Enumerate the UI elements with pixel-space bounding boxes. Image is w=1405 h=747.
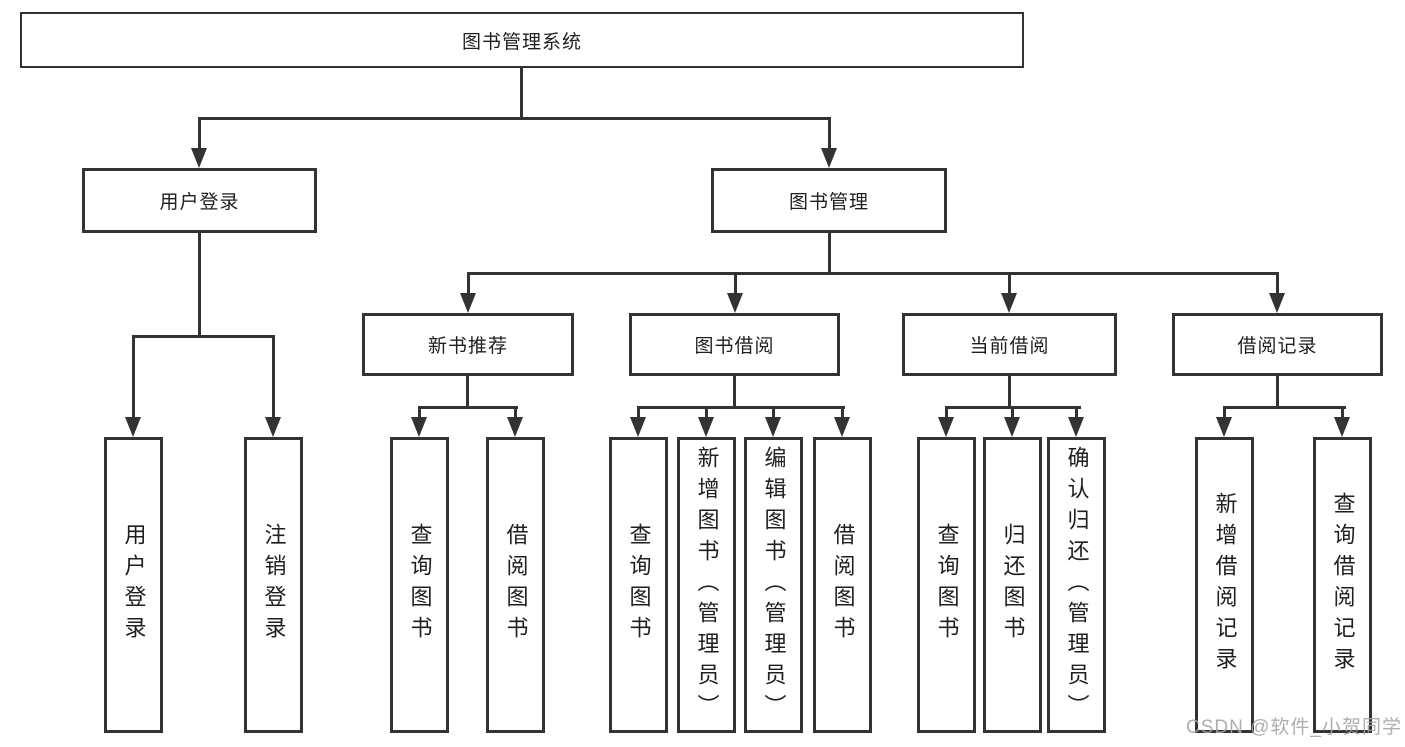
connector-line <box>734 272 737 295</box>
leaf-bb-borrow-book: 借阅图书 <box>813 437 872 733</box>
leaf-nb-borrow-book: 借阅图书 <box>486 437 545 733</box>
connector-line <box>418 406 421 419</box>
connector-line <box>514 406 517 419</box>
connector-line <box>1011 406 1014 419</box>
connector-line <box>272 335 275 419</box>
node-user-login: 用户登录 <box>82 168 317 233</box>
leaf-bb-query-book: 查询图书 <box>609 437 668 733</box>
leaf-br-add-record: 新增借阅记录 <box>1195 437 1254 733</box>
arrow-down-icon <box>1334 417 1350 437</box>
node-borrowing-records: 借阅记录 <box>1172 313 1383 376</box>
connector-line <box>132 335 135 419</box>
arrow-down-icon <box>1216 417 1232 437</box>
connector-line <box>198 117 201 151</box>
connector-line <box>1276 376 1279 408</box>
connector-line <box>841 406 844 419</box>
connector-line <box>1276 272 1279 295</box>
arrow-down-icon <box>411 417 427 437</box>
arrow-down-icon <box>698 417 714 437</box>
arrow-down-icon <box>1001 293 1017 313</box>
connector-line <box>772 406 775 419</box>
node-new-book-recommend: 新书推荐 <box>362 313 574 376</box>
arrow-down-icon <box>821 148 837 168</box>
arrow-down-icon <box>1269 293 1285 313</box>
connector-line <box>198 232 201 337</box>
arrow-down-icon <box>125 417 141 437</box>
node-current-borrowing: 当前借阅 <box>902 313 1117 376</box>
arrow-down-icon <box>834 417 850 437</box>
arrow-down-icon <box>507 417 523 437</box>
arrow-down-icon <box>630 417 646 437</box>
connector-line <box>467 272 470 295</box>
connector-line <box>1008 376 1011 408</box>
connector-line <box>637 406 640 419</box>
arrow-down-icon <box>1068 417 1084 437</box>
arrow-down-icon <box>1004 417 1020 437</box>
connector-line <box>1223 406 1226 419</box>
arrow-down-icon <box>727 293 743 313</box>
leaf-cb-query-book: 查询图书 <box>917 437 976 733</box>
arrow-down-icon <box>460 293 476 313</box>
leaf-user-login: 用户登录 <box>104 437 163 733</box>
arrow-down-icon <box>265 417 281 437</box>
node-book-borrowing: 图书借阅 <box>629 313 840 376</box>
leaf-nb-query-book: 查询图书 <box>390 437 449 733</box>
connector-line <box>520 68 523 119</box>
connector-line <box>945 406 948 419</box>
connector-line <box>1075 406 1078 419</box>
connector-line <box>132 335 275 338</box>
connector-line <box>733 376 736 408</box>
connector-line <box>1341 406 1344 419</box>
leaf-bb-edit-book-admin: 编辑图书（管理员） <box>744 437 803 733</box>
connector-line <box>1008 272 1011 295</box>
leaf-logout: 注销登录 <box>244 437 303 733</box>
csdn-watermark: CSDN @软件_小贺同学 <box>1186 717 1402 738</box>
arrow-down-icon <box>765 417 781 437</box>
connector-line <box>828 117 831 151</box>
connector-line <box>828 232 831 274</box>
connector-line <box>198 117 831 120</box>
connector-line <box>466 376 469 408</box>
connector-line <box>637 406 845 409</box>
leaf-cb-confirm-return-admin: 确认归还（管理员） <box>1047 437 1106 733</box>
arrow-down-icon <box>938 417 954 437</box>
arrow-down-icon <box>191 148 207 168</box>
leaf-cb-return-book: 归还图书 <box>983 437 1042 733</box>
leaf-br-query-record: 查询借阅记录 <box>1313 437 1372 733</box>
node-book-management: 图书管理 <box>711 168 947 233</box>
connector-line <box>1223 406 1346 409</box>
connector-line <box>467 272 1279 275</box>
node-root: 图书管理系统 <box>20 12 1024 68</box>
connector-line <box>418 406 518 409</box>
leaf-bb-add-book-admin: 新增图书（管理员） <box>677 437 736 733</box>
connector-line <box>705 406 708 419</box>
